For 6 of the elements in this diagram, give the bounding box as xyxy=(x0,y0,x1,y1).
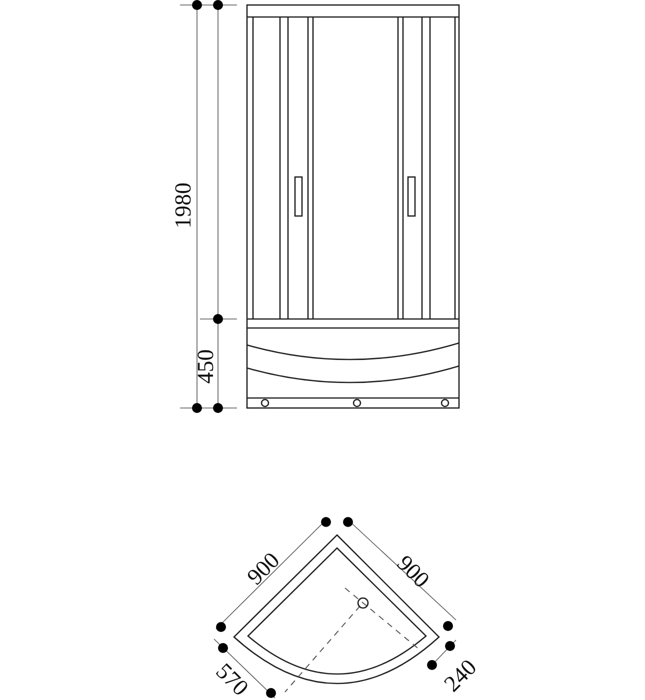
dimension-label: 570 xyxy=(211,658,252,700)
dimension-label: 450 xyxy=(193,348,216,384)
dimension-label: 240 xyxy=(439,654,480,696)
dimension-label: 900 xyxy=(392,550,434,592)
dimension-label: 900 xyxy=(242,548,284,588)
dimension-label: 1980 xyxy=(172,182,194,228)
